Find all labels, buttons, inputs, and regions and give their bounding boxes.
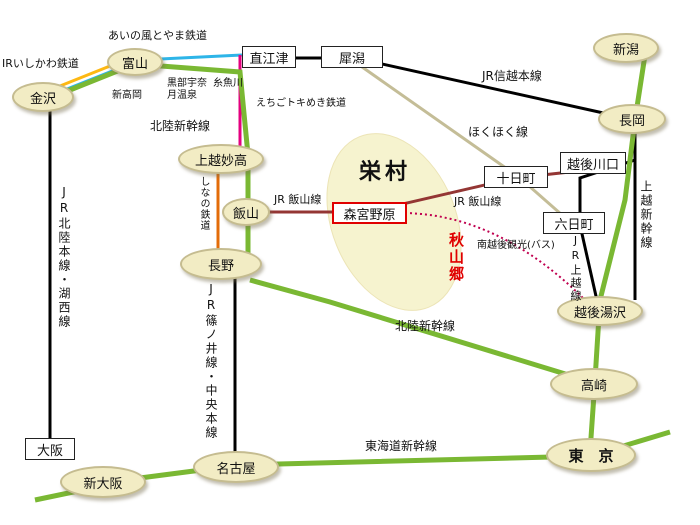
label-kurobe: 黒部宇奈 月温泉 [167, 78, 207, 101]
station-morimiyanohara[interactable]: 森宮野原 [332, 202, 407, 224]
station-nagano[interactable]: 長野 [180, 248, 262, 280]
station-naoetsu[interactable]: 直江津 [242, 46, 296, 68]
station-joetsumyoko[interactable]: 上越妙高 [178, 144, 264, 174]
jr-iiyama-line [248, 168, 589, 214]
label-iiyama-line-east: JR 飯山線 [454, 195, 502, 208]
station-echigoyuzawa[interactable]: 越後湯沢 [557, 296, 643, 326]
label-hokuriku-line: JR北陸本線・湖西線 [57, 185, 71, 329]
label-hokuhoku: ほくほく線 [468, 125, 529, 139]
label-echigo-tokimeki: えちごトキめき鉄道 [256, 98, 346, 109]
station-tokyo[interactable]: 東 京 [546, 438, 636, 472]
label-shinano: しなの鉄道 [198, 176, 209, 231]
label-tokaido: 東海道新幹線 [365, 439, 438, 453]
bus-route [404, 212, 586, 301]
label-iiyama-line-west: JR 飯山線 [274, 193, 322, 206]
station-osaka[interactable]: 大阪 [25, 438, 75, 460]
label-hokuriku-shinkansen-south: 北陸新幹線 [395, 319, 456, 333]
station-kanazawa[interactable]: 金沢 [12, 82, 74, 112]
station-saigata[interactable]: 犀潟 [321, 46, 383, 68]
station-echigokawaguchi[interactable]: 越後川口 [560, 152, 626, 174]
label-shinonoi: JR篠ノ井線・中央本線 [204, 282, 218, 440]
station-toyama[interactable]: 富山 [107, 48, 163, 76]
label-itoigawa: 糸魚川 [213, 78, 243, 89]
label-shintakaoka: 新高岡 [112, 90, 142, 101]
hokuriku-shinkansen [44, 61, 251, 262]
station-iiyama[interactable]: 飯山 [222, 198, 270, 226]
station-takasaki[interactable]: 高崎 [550, 368, 638, 400]
label-bus: 南越後観光(バス) [477, 240, 555, 251]
label-hokuriku-shinkansen-north: 北陸新幹線 [150, 119, 211, 133]
station-nagoya[interactable]: 名古屋 [193, 451, 279, 483]
label-joetsu-line: JR上越線 [569, 234, 582, 303]
station-shinosaka[interactable]: 新大阪 [60, 466, 146, 498]
sakae-village-title: 栄村 [358, 160, 411, 185]
label-joetsu-shinkansen: 上越新幹線 [639, 180, 653, 250]
station-niigata[interactable]: 新潟 [593, 33, 659, 63]
label-ainokaze: あいの風とやま鉄道 [108, 29, 207, 42]
label-ir-ishikawa: IRいしかわ鉄道 [2, 57, 79, 70]
station-tokamachi[interactable]: 十日町 [484, 166, 548, 188]
jr-shinetsu-line [270, 56, 637, 300]
hokuriku-shinkansen-nagano-takasaki [249, 277, 586, 383]
station-nagaoka[interactable]: 長岡 [598, 104, 666, 134]
akiyamago-label: 秋山郷 [447, 232, 465, 283]
label-shinetsu: JR信越本線 [482, 69, 542, 83]
station-muikamachi[interactable]: 六日町 [543, 212, 605, 234]
